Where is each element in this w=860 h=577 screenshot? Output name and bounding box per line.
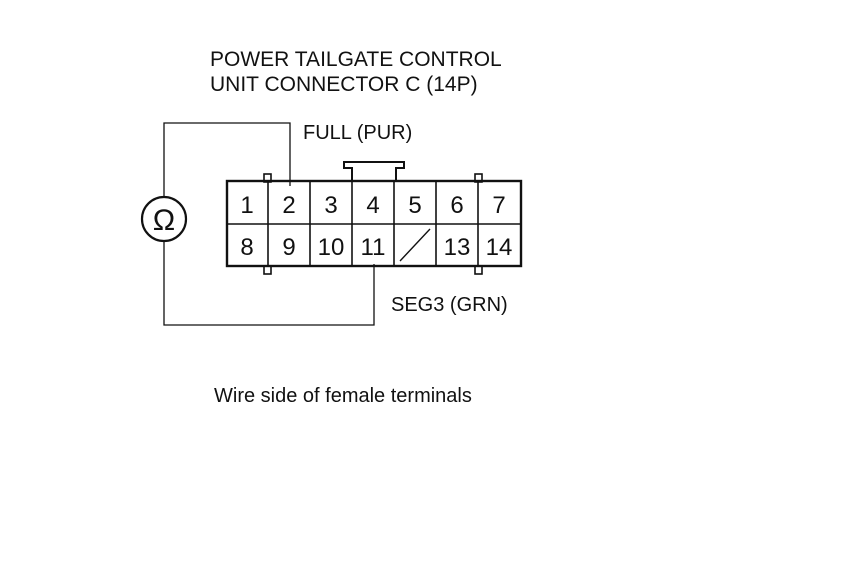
- pin-number: 7: [492, 192, 505, 219]
- connector-lock-tab: [343, 161, 405, 181]
- pin-number: 1: [240, 192, 253, 219]
- pin-row-bottom: 8 9 10 11 13 14: [240, 234, 512, 261]
- pin-number: 13: [444, 234, 471, 261]
- pin-number: 6: [450, 192, 463, 219]
- pin-number: 11: [361, 234, 386, 261]
- title-line-1: POWER TAILGATE CONTROL: [210, 48, 502, 71]
- ohmmeter: Ω: [140, 195, 188, 243]
- meter-lead-to-pin-2: [163, 122, 291, 197]
- wire-label-seg3: SEG3 (GRN): [391, 294, 508, 316]
- pin-number: 3: [324, 192, 337, 219]
- ohmmeter-circle: [140, 195, 188, 243]
- meter-wiring: [163, 122, 375, 326]
- pin-number: 10: [318, 234, 345, 261]
- wire-label-full: FULL (PUR): [303, 122, 412, 144]
- caption: Wire side of female terminals: [214, 385, 472, 407]
- guide-key-bottom-right: [474, 265, 483, 275]
- pin-row-top: 1 2 3 4 5 6 7: [240, 192, 505, 219]
- connector-14p: 1 2 3 4 5 6 7 8 9 10 11 13 14: [225, 161, 523, 275]
- unused-cavity-slash: [399, 228, 431, 262]
- guide-key-bottom-left: [263, 265, 272, 275]
- pin-number: 2: [282, 192, 295, 219]
- pin-number: 14: [486, 234, 513, 261]
- pin-number: 5: [408, 192, 421, 219]
- pin-number: 4: [366, 192, 379, 219]
- pin-number: 9: [282, 234, 295, 261]
- title-line-2: UNIT CONNECTOR C (14P): [210, 73, 478, 96]
- ohm-symbol-icon: Ω: [153, 204, 175, 237]
- meter-lead-to-pin-11: [163, 241, 375, 326]
- pin-number: 8: [240, 234, 253, 261]
